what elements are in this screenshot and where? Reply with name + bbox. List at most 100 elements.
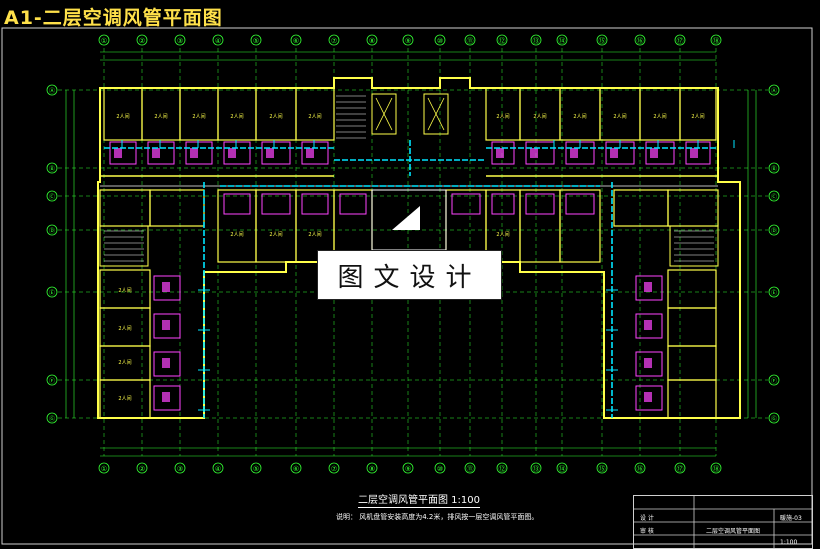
axis-bubble-top xyxy=(434,34,446,46)
toilet-fixture xyxy=(644,392,652,402)
axis-bubble-bottom xyxy=(434,462,446,474)
axis-bubble-right xyxy=(768,412,780,424)
title-block: 设 计 审 核 二层空调风管平面图 暖施-03 1:100 xyxy=(633,495,813,549)
axis-label-bottom: ⑨ xyxy=(405,465,411,473)
axis-bubble-right xyxy=(768,162,780,174)
watermark-stamp: 图文设计 xyxy=(317,250,502,300)
title-block-drawing-name: 二层空调风管平面图 xyxy=(706,528,761,535)
watermark-text: 图文设计 xyxy=(337,262,482,293)
axis-label-top: ⑤ xyxy=(253,37,259,45)
title-block-scale: 1:100 xyxy=(780,539,798,546)
axis-label-bottom: ⑧ xyxy=(369,465,375,473)
axis-label-top: ⑯ xyxy=(637,37,644,45)
room-outline xyxy=(99,189,151,227)
axis-label-left: Ⓖ xyxy=(49,415,55,423)
toilet-fixture xyxy=(162,392,170,402)
room-label: 2人间 xyxy=(154,113,167,120)
bathroom-fixture xyxy=(301,193,329,215)
room-label: 2人间 xyxy=(269,231,282,238)
axis-label-top: ⑨ xyxy=(405,37,411,45)
axis-label-right: Ⓓ xyxy=(771,227,777,235)
room-label: 2人间 xyxy=(116,113,129,120)
axis-bubble-right xyxy=(768,224,780,236)
axis-label-bottom: ⑭ xyxy=(559,465,566,473)
toilet-fixture xyxy=(496,148,504,158)
axis-bubble-top xyxy=(328,34,340,46)
bathroom-fixture xyxy=(261,193,291,215)
bathroom-fixture xyxy=(525,193,555,215)
axis-label-top: ⑩ xyxy=(437,37,443,45)
room-outline xyxy=(295,87,335,141)
room-label: 2人间 xyxy=(118,395,131,402)
axis-bubble-left xyxy=(46,162,58,174)
room-label: 2人间 xyxy=(653,113,666,120)
room-label: 2人间 xyxy=(496,113,509,120)
axis-bubble-bottom xyxy=(674,462,686,474)
axis-bubble-left xyxy=(46,224,58,236)
axis-bubble-top xyxy=(556,34,568,46)
room-outline xyxy=(667,189,719,227)
axis-bubble-top xyxy=(464,34,476,46)
axis-label-left: Ⓑ xyxy=(49,165,55,173)
axis-bubble-top xyxy=(366,34,378,46)
axis-label-bottom: ② xyxy=(139,465,145,473)
toilet-fixture xyxy=(162,320,170,330)
toilet-fixture xyxy=(162,358,170,368)
bathroom-fixture xyxy=(565,193,595,215)
axis-label-left: Ⓒ xyxy=(49,193,55,201)
bathroom-fixture xyxy=(635,385,663,411)
axis-bubble-top xyxy=(290,34,302,46)
axis-bubble-top xyxy=(674,34,686,46)
axis-bubble-right xyxy=(768,84,780,96)
wall-layer xyxy=(97,77,741,419)
room-outline xyxy=(99,379,151,419)
bathroom-fixture xyxy=(301,141,329,165)
title-block-design: 设 计 xyxy=(640,515,654,522)
stair-outline xyxy=(99,225,149,267)
room-outline xyxy=(613,189,669,227)
bathroom-fixture xyxy=(339,193,367,215)
axis-bubble-right xyxy=(768,374,780,386)
axis-label-left: Ⓕ xyxy=(49,377,55,385)
room-outline xyxy=(667,345,717,381)
axis-label-top: ⑧ xyxy=(369,37,375,45)
axis-label-bottom: ⑯ xyxy=(637,465,644,473)
axis-label-top: ⑦ xyxy=(331,37,337,45)
room-label: 2人间 xyxy=(118,325,131,332)
axis-label-bottom: ① xyxy=(101,465,107,473)
bathroom-fixture xyxy=(223,141,251,165)
plan-note: 说明： 风机盘管安装高度为4.2米，排风按一层空调风管平面图。 xyxy=(336,513,539,521)
toilet-fixture xyxy=(644,320,652,330)
axis-label-right: Ⓐ xyxy=(771,87,777,95)
axis-label-bottom: ④ xyxy=(215,465,221,473)
axis-bubble-bottom xyxy=(710,462,722,474)
axis-bubble-top xyxy=(596,34,608,46)
room-label: 2人间 xyxy=(192,113,205,120)
axis-label-top: ④ xyxy=(215,37,221,45)
room-label: 2人间 xyxy=(691,113,704,120)
bathroom-fixture xyxy=(635,275,663,301)
room-label: 2人间 xyxy=(613,113,626,120)
room-label: 2人间 xyxy=(230,231,243,238)
room-outline xyxy=(667,269,717,309)
axis-bubble-bottom xyxy=(174,462,186,474)
drawing-border xyxy=(1,27,813,545)
room-label: 2人间 xyxy=(269,113,282,120)
toilet-fixture xyxy=(610,148,618,158)
axis-bubble-top xyxy=(496,34,508,46)
bathroom-fixture xyxy=(185,141,213,165)
axis-bubble-top xyxy=(530,34,542,46)
plan-caption: 二层空调风管平面图 1:100 xyxy=(358,491,480,508)
axis-bubble-left xyxy=(46,286,58,298)
axis-label-bottom: ⑰ xyxy=(677,465,684,473)
axis-bubble-top xyxy=(98,34,110,46)
page-title: A1-二层空调风管平面图 xyxy=(4,7,223,29)
axis-bubble-right xyxy=(768,286,780,298)
axis-label-bottom: ⑮ xyxy=(599,465,606,473)
axis-label-top: ⑮ xyxy=(599,37,606,45)
bathroom-fixture xyxy=(491,141,515,165)
axis-label-bottom: ⑬ xyxy=(533,465,540,473)
stair-outline xyxy=(669,225,719,267)
